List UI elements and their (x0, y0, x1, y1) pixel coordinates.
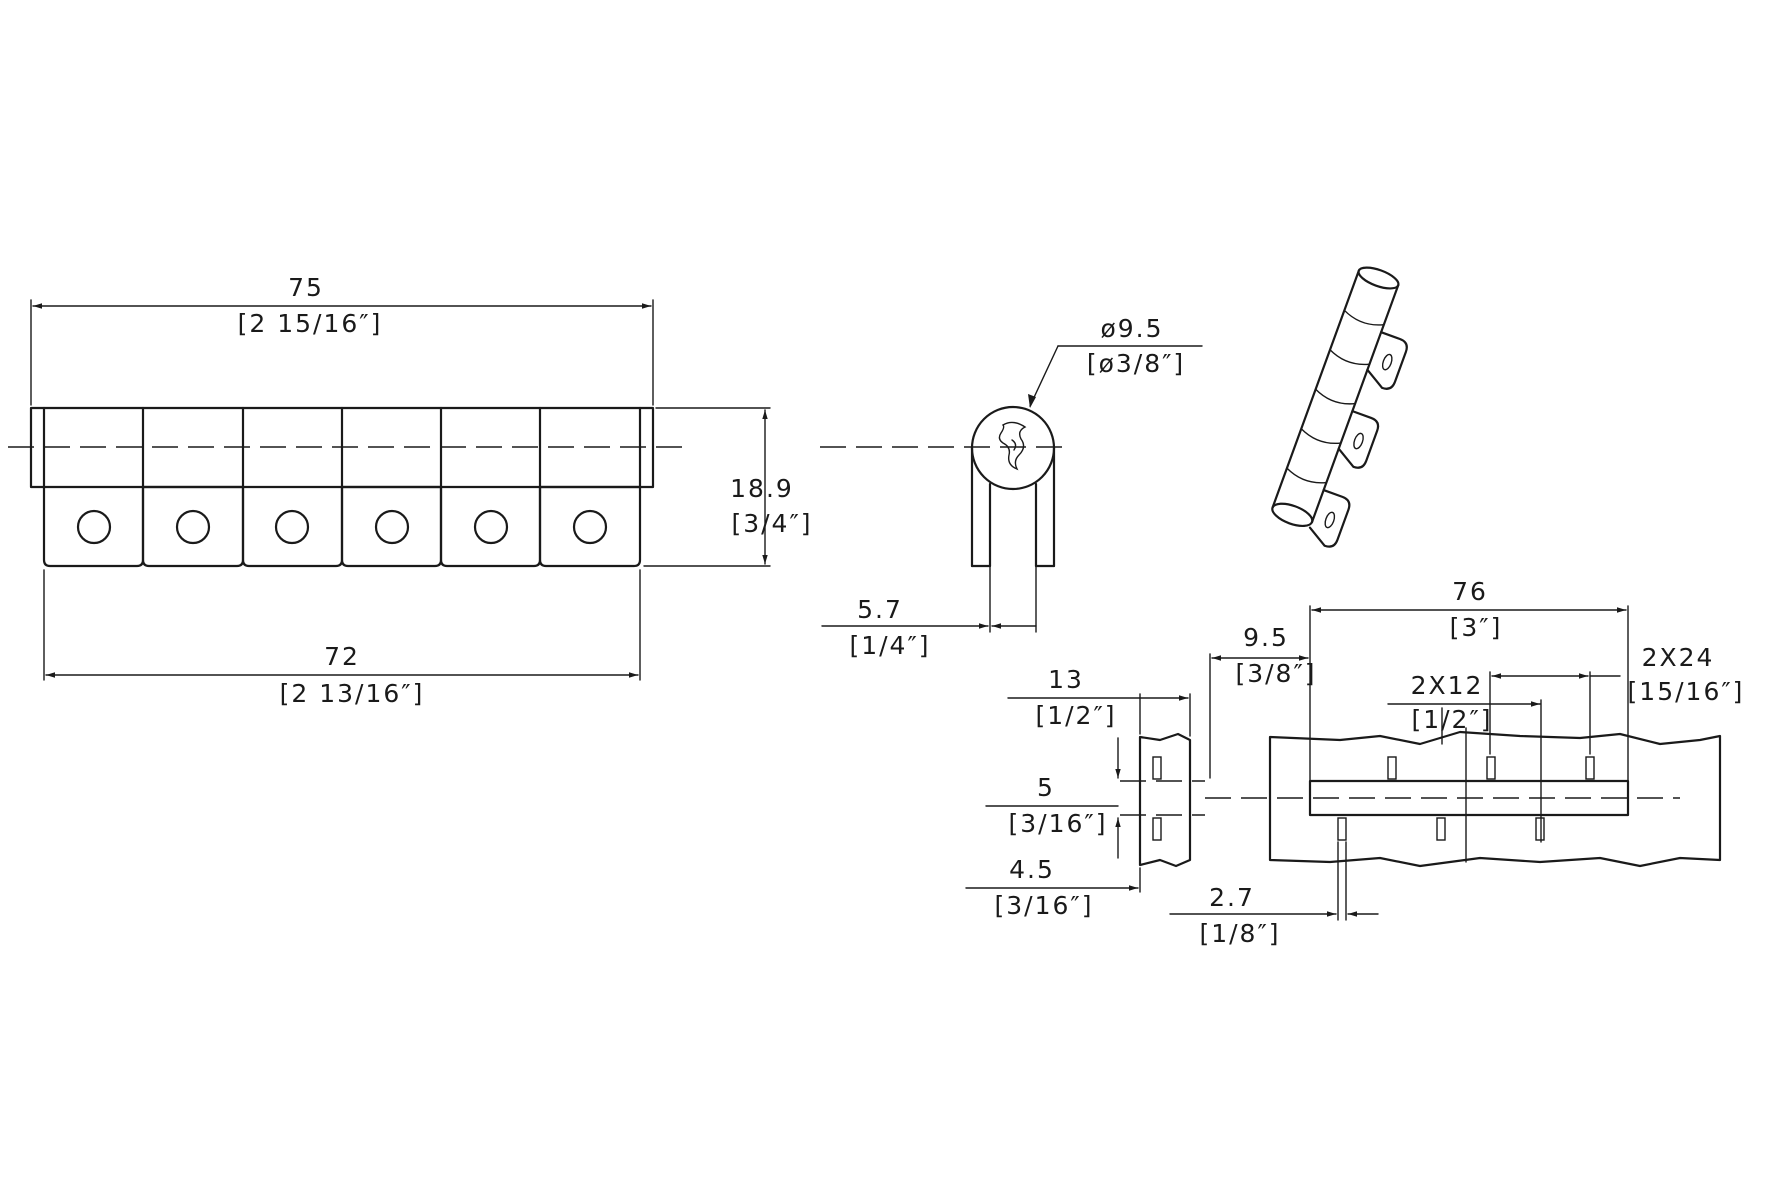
dim-pin-width-in: [3/16″] (1009, 809, 1108, 838)
dim-spacing-large-in: [15/16″] (1628, 677, 1745, 706)
logo-mark (998, 421, 1027, 471)
dim-spacing-small: 2X12 (1411, 671, 1484, 700)
dim-leaf-length-in: [2 13/16″] (280, 679, 425, 708)
mounting-holes (76, 509, 608, 545)
front-view: 75 [2 15/16″] 72 [2 13/16″] 18.9 [3/4″] (8, 273, 812, 708)
end-view: ø9.5 [ø3/8″] 5.7 [1/4″] (820, 314, 1203, 660)
dim-spacing-small-in: [1/2″] (1411, 705, 1492, 734)
tab-slots (1337, 756, 1595, 841)
dim-side-width: 13 (1048, 665, 1084, 694)
dim-tab-width: 2.7 (1209, 883, 1255, 912)
iso-tab (1308, 488, 1351, 548)
dim-leaf-thickness: 5.7 (857, 595, 903, 624)
hole (374, 509, 410, 545)
dim-height-in: [3/4″] (731, 509, 812, 538)
barrel-top (1357, 266, 1400, 290)
dim-offset: 9.5 (1243, 623, 1289, 652)
barrel-bottom (1271, 502, 1314, 528)
hole (175, 509, 211, 545)
leaf-tabs (42, 485, 642, 568)
dim-top-length: 76 (1452, 577, 1488, 606)
hole (76, 509, 112, 545)
pin-band (1308, 779, 1630, 817)
dim-overall-length: 75 (288, 273, 324, 302)
dim-height: 18.9 (730, 474, 794, 503)
hole (274, 509, 310, 545)
top-view: 76 [3″] 9.5 [3/8″] 2X12 [1/2″] 2X24 [15/… (965, 577, 1745, 948)
isometric-view (1271, 266, 1408, 548)
dim-pin-diameter-in: [ø3/8″] (1087, 349, 1185, 378)
pin-circle (970, 405, 1056, 491)
dim-side-width-in: [1/2″] (1035, 701, 1116, 730)
dim-pin-width: 5 (1037, 773, 1055, 802)
dim-spacing-large: 2X24 (1642, 643, 1715, 672)
hole (473, 509, 509, 545)
dim-overall-length-in: [2 15/16″] (238, 309, 383, 338)
dim-offset-in: [3/8″] (1235, 659, 1316, 688)
hole (572, 509, 608, 545)
dim-leaf-length: 72 (324, 642, 360, 671)
main-leaf (1268, 730, 1722, 868)
dim-leaf-gap: 4.5 (1009, 855, 1055, 884)
dim-top-length-in: [3″] (1450, 613, 1503, 642)
dim-leaf-gap-in: [3/16″] (995, 891, 1094, 920)
dim-leaf-thickness-in: [1/4″] (849, 631, 930, 660)
side-section (1138, 732, 1192, 868)
iso-tab (1337, 410, 1380, 469)
iso-tab (1366, 331, 1408, 390)
dim-pin-diameter: ø9.5 (1100, 314, 1163, 343)
dim-tab-width-in: [1/8″] (1199, 919, 1280, 948)
